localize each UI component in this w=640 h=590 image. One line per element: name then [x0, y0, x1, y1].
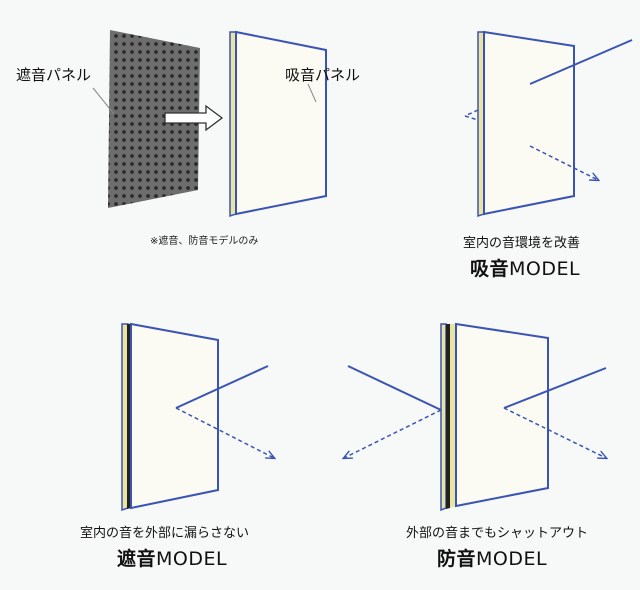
- absorption-reflected-ray: [529, 145, 598, 180]
- absorption-panel-illustration: [229, 30, 327, 218]
- insulation-model-title-suffix: MODEL: [156, 548, 228, 570]
- absorption-transmitted-ray: [464, 109, 479, 117]
- insulation-panel-leader: [92, 87, 115, 115]
- soundproof-model-illustration: [440, 322, 549, 512]
- soundproof-incident-ray-outside: [347, 365, 442, 411]
- absorption-model-title-suffix: MODEL: [509, 258, 581, 280]
- absorption-incident-ray: [529, 39, 633, 85]
- soundproof-reflected-ray-outside: [344, 409, 442, 458]
- insulation-reflected-ray: [175, 407, 274, 458]
- insulation-model-caption: 室内の音を外部に漏らさない: [80, 526, 250, 541]
- note-text: ※遮音、防音モデルのみ: [150, 236, 259, 247]
- absorption-model-title-bold: 吸音: [470, 258, 510, 280]
- soundproof-model-title: 防音MODEL: [437, 544, 547, 571]
- absorption-transmitted-ray-b: [464, 115, 479, 121]
- absorption-model-title: 吸音MODEL: [470, 254, 580, 281]
- absorption-model-illustration: [477, 30, 575, 218]
- absorption-panel-label: 吸音パネル: [285, 66, 361, 84]
- insulation-incident-ray: [175, 365, 269, 409]
- absorption-panel-leader: [307, 83, 317, 103]
- insulation-panel-illustration: [108, 30, 200, 208]
- soundproof-reflected-ray-inside: [503, 407, 606, 458]
- insulation-model-title-bold: 遮音: [117, 548, 157, 570]
- insulation-model-title: 遮音MODEL: [117, 544, 227, 571]
- soundproof-model-title-bold: 防音: [437, 548, 477, 570]
- insulation-panel-label: 遮音パネル: [16, 66, 92, 84]
- absorption-model-caption: 室内の音環境を改善: [463, 236, 581, 251]
- insulation-model-illustration: [121, 322, 219, 512]
- soundproof-model-title-suffix: MODEL: [476, 548, 548, 570]
- soundproof-model-caption: 外部の音までもシャットアウト: [406, 526, 589, 541]
- combine-arrow: [164, 104, 224, 132]
- soundproof-incident-ray-inside: [503, 367, 607, 409]
